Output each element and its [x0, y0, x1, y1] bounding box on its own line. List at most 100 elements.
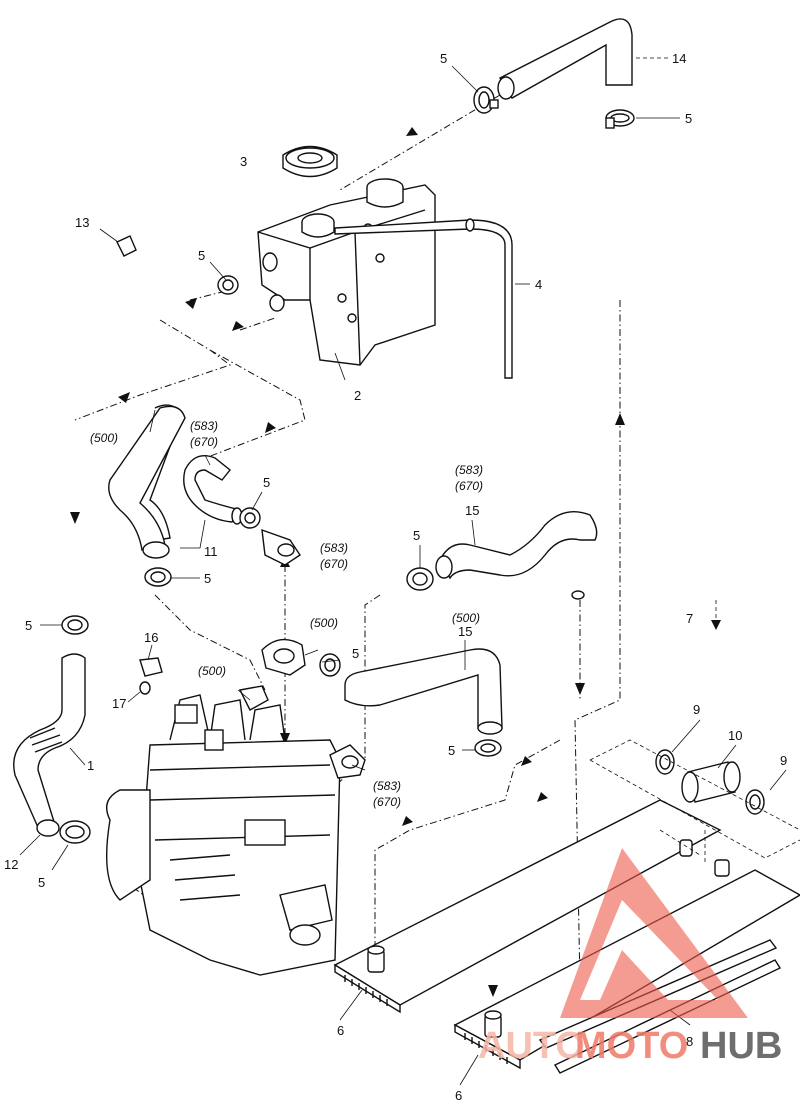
hose-500-body — [108, 405, 186, 551]
variant-label: (670) — [455, 479, 483, 493]
clamp-9-right — [745, 789, 765, 815]
flow-arrow-7 — [615, 413, 625, 425]
clamp-top-right — [605, 109, 635, 129]
variant-label: (500) — [198, 664, 226, 678]
variant-label: (500) — [310, 616, 338, 630]
watermark-hub: HUB — [700, 1025, 782, 1067]
callout-1: 1 — [87, 758, 94, 773]
callout-12: 12 — [4, 857, 18, 872]
callout-5: 5 — [38, 875, 45, 890]
thermostat-housing — [261, 528, 301, 566]
fitting-13 — [116, 235, 137, 257]
hose-right-vertical — [571, 590, 585, 600]
overflow-hose — [334, 218, 513, 379]
flow-line-left — [74, 319, 232, 421]
callout-2: 2 — [354, 388, 361, 403]
flow-arrow-6 — [70, 512, 80, 524]
variant-label: (670) — [373, 795, 401, 809]
clamp-9-left — [655, 749, 675, 775]
variant-label: (583) — [320, 541, 348, 555]
hose-500-end — [142, 541, 170, 559]
flow-line-bottle-outlet — [239, 317, 276, 331]
elbow-583-670-lower — [329, 744, 366, 779]
flow-arrow-5 — [265, 422, 276, 433]
upper-hose-body — [499, 18, 633, 99]
automotohub-watermark: AUTO MOTO HUB — [478, 848, 782, 1067]
hose-15-lower — [344, 648, 503, 735]
flow-line-pump — [154, 594, 266, 691]
callout-10: 10 — [728, 728, 742, 743]
flow-arrow-9 — [521, 756, 532, 766]
callout-15: 15 — [458, 624, 472, 639]
callout-4: 4 — [535, 277, 542, 292]
variant-labels: (500) (583) (670) (583) (670) (583) (670… — [90, 419, 483, 809]
watermark-moto: MOTO — [575, 1025, 688, 1067]
upper-hose-end — [497, 76, 515, 100]
callout-11: 11 — [204, 544, 218, 559]
radiator-connectors — [679, 839, 730, 877]
callout-5: 5 — [448, 743, 455, 758]
flow-arrow-12 — [488, 985, 498, 997]
callout-8: 8 — [686, 1034, 693, 1049]
callout-5: 5 — [198, 248, 205, 263]
callout-13: 13 — [75, 215, 89, 230]
clamp-under-15 — [474, 739, 502, 757]
flow-line-top — [339, 94, 501, 191]
callout-5: 5 — [413, 528, 420, 543]
hose-583-670-upper — [183, 455, 243, 525]
callout-5: 5 — [440, 51, 447, 66]
leader-lines — [19, 57, 787, 1086]
flow-arrow-8 — [575, 683, 585, 695]
hose-14 — [497, 18, 633, 100]
watermark-triangle-logo — [560, 848, 748, 1018]
flow-arrow-10 — [537, 792, 548, 802]
flow-arrow-1 — [406, 127, 418, 136]
callout-7: 7 — [686, 611, 693, 626]
callout-5: 5 — [352, 646, 359, 661]
callout-16: 16 — [144, 630, 158, 645]
callout-6: 6 — [337, 1023, 344, 1038]
variant-label: (583) — [190, 419, 218, 433]
flow-arrow-3 — [232, 321, 244, 331]
clamp-top-left — [473, 86, 499, 114]
clamp-far-left — [61, 615, 89, 635]
callout-9: 9 — [693, 702, 700, 717]
variant-label: (670) — [190, 435, 218, 449]
clamp-lower-left — [144, 567, 172, 587]
variant-label: (500) — [452, 611, 480, 625]
variant-label: (583) — [373, 779, 401, 793]
clamp-thermostat — [319, 653, 341, 677]
coolant-tank — [257, 178, 436, 366]
hose-500-upper — [108, 404, 186, 559]
callout-9: 9 — [780, 753, 787, 768]
callout-5: 5 — [263, 475, 270, 490]
callout-5: 5 — [685, 111, 692, 126]
callout-5: 5 — [204, 571, 211, 586]
tank-body — [257, 184, 436, 366]
flow-line-middle — [199, 349, 306, 461]
hose-15-upper — [435, 511, 598, 580]
hose-1 — [13, 653, 86, 837]
engine-block — [106, 694, 341, 976]
direction-arrow-7 — [711, 600, 721, 630]
callout-3: 3 — [240, 154, 247, 169]
fitting-17 — [139, 681, 151, 695]
callout-6: 6 — [455, 1088, 462, 1103]
flow-arrow-11 — [402, 816, 413, 826]
thermostat-cover-500 — [261, 638, 306, 676]
clamp-bottle — [217, 275, 239, 295]
dashed-box — [589, 739, 800, 862]
pressure-cap — [282, 145, 338, 178]
variant-label: (583) — [455, 463, 483, 477]
variant-label: (500) — [90, 431, 118, 445]
clamp-bottom-left — [59, 820, 91, 844]
fitting-16 — [139, 657, 163, 677]
callout-17: 17 — [112, 696, 126, 711]
callout-5: 5 — [25, 618, 32, 633]
callouts: 5 14 5 3 13 5 4 2 5 11 5 5 15 5 16 17 5 … — [4, 51, 787, 1103]
flow-arrow-2 — [185, 298, 197, 309]
elbow-500 — [238, 685, 269, 711]
clamp-mid — [239, 507, 261, 529]
clamp-15 — [406, 567, 434, 591]
